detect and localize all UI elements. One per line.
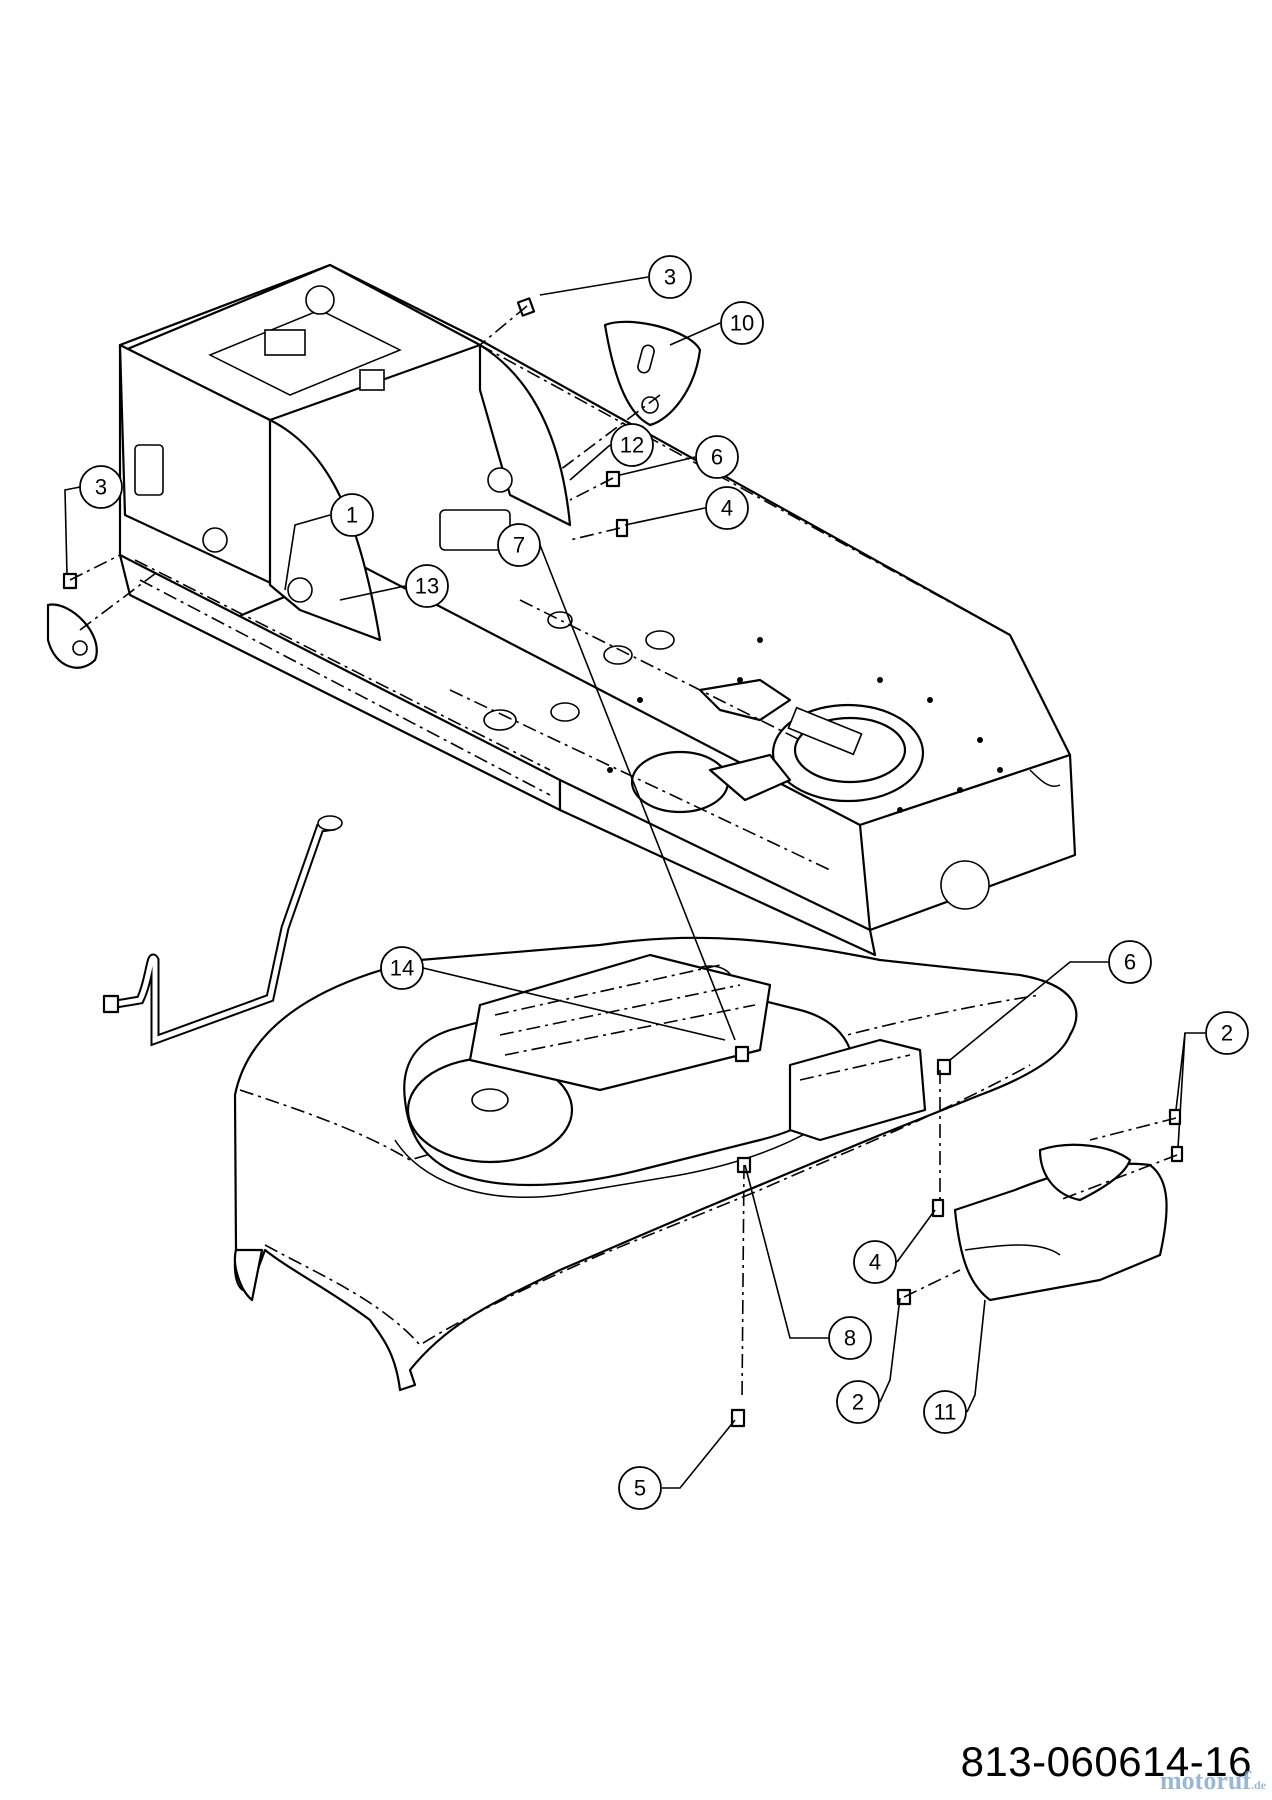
svg-text:1: 1 <box>346 503 358 528</box>
svg-text:10: 10 <box>730 311 754 336</box>
washer-plate-left <box>46 603 98 669</box>
cover-part-11 <box>953 1143 1168 1302</box>
svg-text:2: 2 <box>852 1390 864 1415</box>
drawing-number: 813-060614-16 <box>960 1738 1252 1785</box>
svg-text:13: 13 <box>415 574 439 599</box>
frame-rivets <box>607 637 1003 813</box>
callout-4-top: 4 <box>705 486 749 530</box>
svg-text:14: 14 <box>390 956 414 981</box>
svg-text:3: 3 <box>95 475 107 500</box>
callout-10: 10 <box>720 301 764 345</box>
mower-deck <box>233 936 1078 1392</box>
tractor-frame <box>118 263 1077 957</box>
callout-2-bottom: 2 <box>836 1380 880 1424</box>
svg-text:4: 4 <box>721 496 733 521</box>
callout-11: 11 <box>923 1390 967 1434</box>
svg-text:11: 11 <box>934 1400 957 1425</box>
svg-text:7: 7 <box>513 533 525 558</box>
watermark-logo: motoruf.de <box>1160 1766 1266 1795</box>
callout-7: 7 <box>497 523 541 567</box>
callout-6-top: 6 <box>695 435 739 479</box>
wire-rod-part-1 <box>102 815 343 1047</box>
leader-lines <box>64 276 1205 1489</box>
callout-6-right: 6 <box>1108 940 1152 984</box>
svg-text:6: 6 <box>711 445 723 470</box>
callout-12: 12 <box>610 423 654 467</box>
callout-13: 13 <box>405 564 449 608</box>
plate-part-10 <box>603 320 702 427</box>
callout-5: 5 <box>618 1466 662 1510</box>
callout-3-left: 3 <box>79 465 123 509</box>
callout-3-top: 3 <box>648 255 692 299</box>
callout-4-bottom: 4 <box>853 1240 897 1284</box>
callout-2-right: 2 <box>1205 1011 1249 1055</box>
callout-1: 1 <box>330 493 374 537</box>
svg-text:12: 12 <box>620 433 644 458</box>
svg-text:8: 8 <box>844 1326 856 1351</box>
svg-text:3: 3 <box>664 265 676 290</box>
callout-8: 8 <box>828 1316 872 1360</box>
svg-text:6: 6 <box>1124 950 1136 975</box>
callout-14: 14 <box>380 946 424 990</box>
svg-text:4: 4 <box>869 1250 881 1275</box>
alignment-lines <box>69 305 1178 1401</box>
svg-text:2: 2 <box>1221 1021 1233 1046</box>
svg-text:5: 5 <box>634 1476 646 1501</box>
